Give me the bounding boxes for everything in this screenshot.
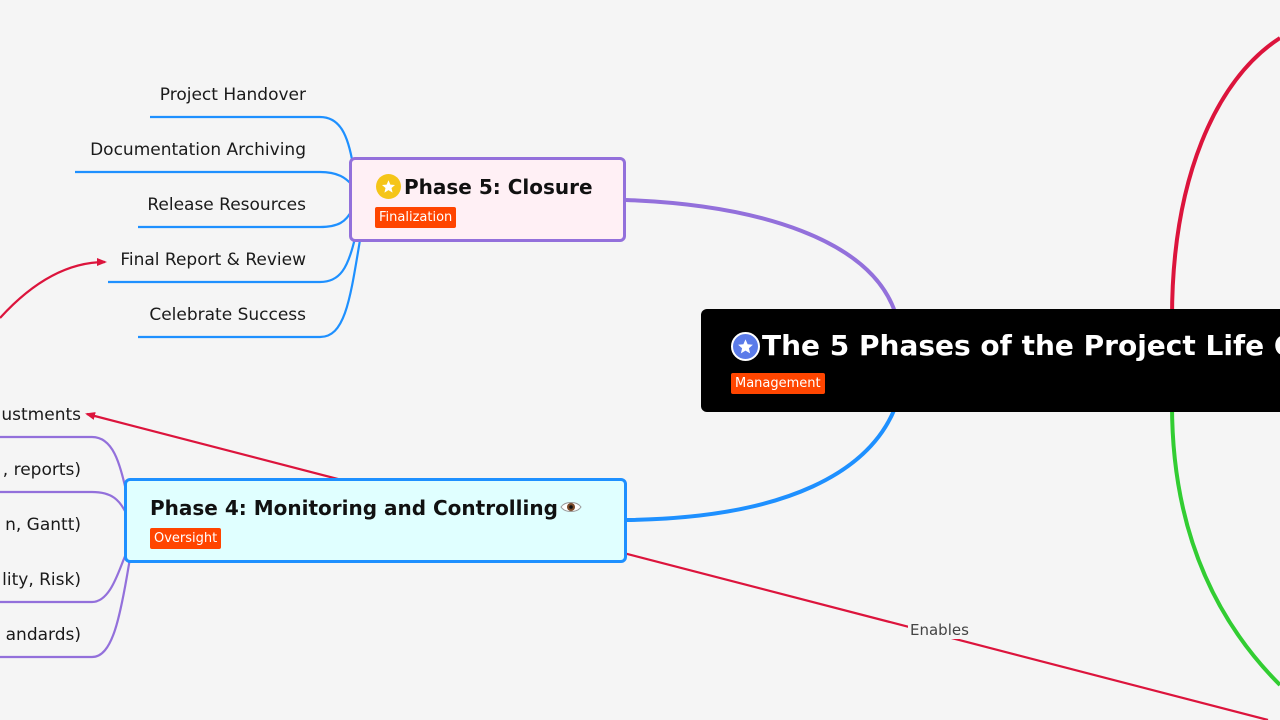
leaf-p4-item-2[interactable]: , reports) (2, 460, 81, 480)
phase-4-title: Phase 4: Monitoring and Controlling (150, 496, 558, 520)
phase-5-closure-topic[interactable]: Phase 5: Closure Finalization (349, 157, 626, 242)
branch-green (1170, 404, 1280, 687)
star-icon (731, 332, 760, 361)
connector-project-handover (150, 115, 355, 166)
central-topic-tag: Management (731, 373, 825, 394)
phase-4-monitoring-topic[interactable]: Phase 4: Monitoring and Controlling Over… (124, 478, 627, 563)
leaf-celebrate-success[interactable]: Celebrate Success (149, 305, 306, 325)
leaf-p4-item-5[interactable]: andards) (5, 625, 81, 645)
leaf-final-report-review[interactable]: Final Report & Review (120, 250, 306, 270)
relationship-arrow-final-report (0, 258, 107, 319)
leaf-documentation-archiving[interactable]: Documentation Archiving (90, 140, 306, 160)
branch-phase5 (625, 198, 897, 313)
connector-documentation-archiving (75, 170, 353, 186)
leaf-project-handover[interactable]: Project Handover (159, 85, 306, 105)
relationship-label: Enables (908, 621, 971, 639)
relationship-arrow-enables (85, 412, 1269, 720)
eye-icon (559, 496, 583, 518)
leaf-p4-item-1[interactable]: ustments (1, 405, 81, 425)
central-topic[interactable]: The 5 Phases of the Project Life C Manag… (701, 309, 1280, 412)
branch-phase4 (625, 407, 897, 522)
leaf-release-resources[interactable]: Release Resources (147, 195, 306, 215)
leaf-p4-item-4[interactable]: lity, Risk) (2, 570, 81, 590)
star-icon (376, 174, 401, 199)
connector-p4-item-3 (0, 490, 128, 516)
leaf-p4-item-3[interactable]: n, Gantt) (5, 515, 81, 535)
central-topic-title: The 5 Phases of the Project Life C (762, 329, 1280, 362)
branch-red (1170, 36, 1280, 319)
connector-final-report (108, 237, 357, 284)
phase-4-tag: Oversight (150, 528, 222, 549)
connector-p4-item-5 (0, 557, 132, 659)
connector-celebrate-success (138, 239, 362, 339)
phase-5-title: Phase 5: Closure (404, 175, 593, 199)
phase-5-tag: Finalization (375, 207, 457, 228)
